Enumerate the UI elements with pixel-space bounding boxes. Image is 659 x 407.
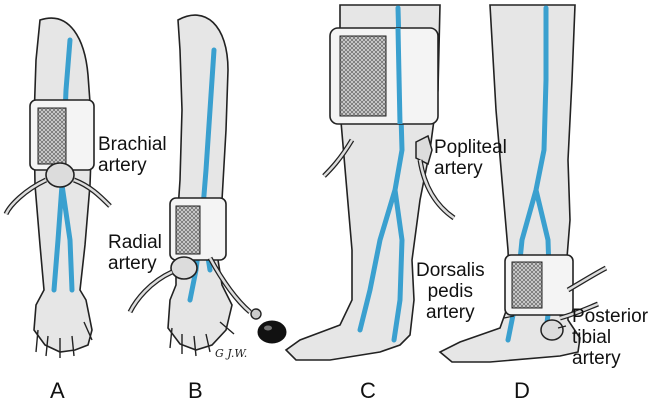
figure-a-arm: [6, 18, 110, 358]
cuff-b-mesh: [176, 206, 200, 254]
panel-label-a: A: [50, 378, 65, 404]
arm-b-outline: [168, 15, 232, 350]
stethoscope-b: [171, 257, 197, 279]
label-radial-artery: Radial artery: [108, 232, 162, 274]
cuff-d-mesh: [512, 262, 542, 308]
panel-label-d: D: [514, 378, 530, 404]
label-posterior-tibial-artery: Posterior tibial artery: [572, 306, 648, 369]
stethoscope-a: [46, 163, 74, 187]
valve-b: [251, 309, 261, 319]
figure-b-arm: [130, 15, 286, 356]
label-dorsalis-pedis-artery: Dorsalis pedis artery: [416, 260, 485, 323]
label-brachial-artery: Brachial artery: [98, 134, 167, 176]
artist-signature: G J.W.: [215, 347, 247, 360]
artery-c-over-cuff: [398, 28, 400, 124]
stethoscope-c: [416, 136, 432, 164]
panel-label-b: B: [188, 378, 203, 404]
tube-b-left: [130, 272, 172, 312]
stethoscope-d: [541, 320, 563, 340]
cuff-c-mesh: [340, 36, 386, 116]
panel-label-c: C: [360, 378, 376, 404]
label-popliteal-artery: Popliteal artery: [434, 137, 507, 179]
bulb-b-highlight: [264, 326, 272, 331]
bulb-b: [258, 321, 286, 343]
cuff-a-mesh: [38, 108, 66, 164]
